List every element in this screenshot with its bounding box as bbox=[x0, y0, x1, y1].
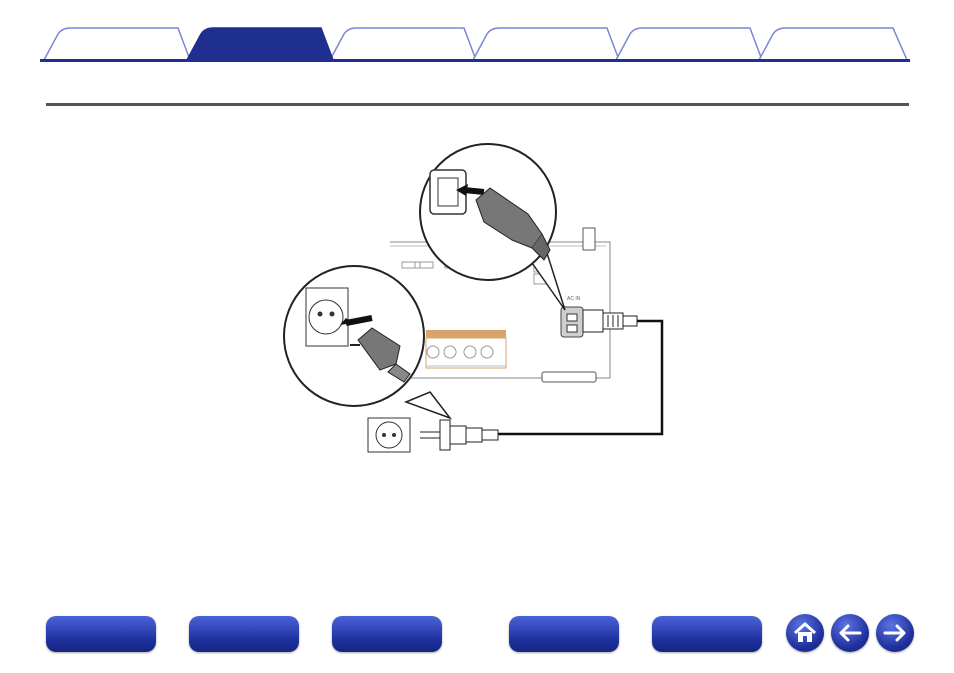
power-cable bbox=[498, 319, 664, 436]
nav-button-2[interactable] bbox=[189, 616, 299, 652]
nav-button-4[interactable] bbox=[509, 616, 619, 652]
tab-2-active[interactable] bbox=[185, 27, 335, 61]
wall-socket bbox=[367, 417, 411, 453]
tab-5[interactable] bbox=[614, 27, 764, 61]
iec-plug bbox=[582, 309, 638, 333]
tab-6[interactable] bbox=[757, 27, 909, 61]
power-cord-connection-illustration: AC IN bbox=[280, 140, 680, 460]
inlet-zoom-callout bbox=[419, 143, 566, 311]
nav-button-3[interactable] bbox=[332, 616, 442, 652]
socket-zoom-callout bbox=[283, 265, 453, 420]
forward-button[interactable] bbox=[876, 614, 914, 652]
tab-3-label bbox=[346, 34, 466, 54]
section-divider bbox=[46, 103, 909, 106]
ac-inlet-label: AC IN bbox=[567, 296, 581, 302]
back-button[interactable] bbox=[831, 614, 869, 652]
illustration-svg: AC IN bbox=[283, 143, 664, 453]
mains-plug bbox=[420, 419, 499, 451]
speaker-terminals bbox=[425, 330, 507, 369]
nav-button-1[interactable] bbox=[46, 616, 156, 652]
tab-1[interactable] bbox=[42, 27, 192, 61]
tab-1-label bbox=[60, 34, 180, 54]
tab-5-label bbox=[632, 34, 752, 54]
tab-6-label bbox=[775, 34, 895, 54]
arrow-left-icon bbox=[839, 624, 862, 642]
tab-4-label bbox=[489, 34, 609, 54]
nav-button-5[interactable] bbox=[652, 616, 762, 652]
arrow-right-icon bbox=[883, 624, 906, 642]
ac-inlet: AC IN bbox=[560, 296, 584, 338]
tab-bar bbox=[0, 0, 954, 62]
home-icon bbox=[793, 622, 817, 642]
home-button[interactable] bbox=[786, 614, 824, 652]
tab-3[interactable] bbox=[328, 27, 478, 61]
tab-2-label bbox=[203, 34, 323, 54]
tab-bar-graphics bbox=[42, 27, 909, 61]
tab-bar-underline bbox=[40, 59, 910, 62]
tab-4[interactable] bbox=[471, 27, 621, 61]
